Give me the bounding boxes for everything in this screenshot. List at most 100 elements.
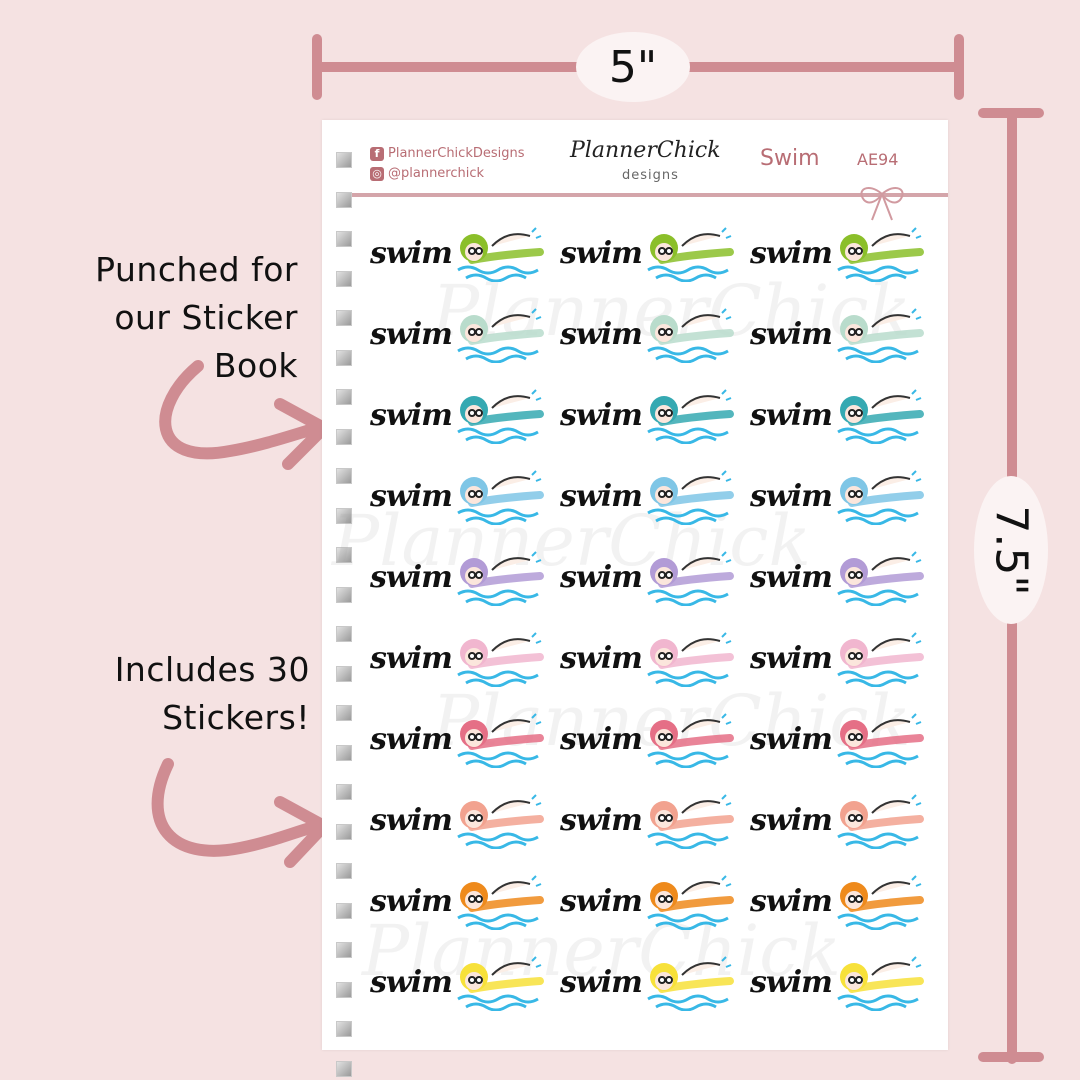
swimmer-icon: [457, 470, 544, 525]
swim-sticker: swim: [362, 947, 546, 1013]
swimmer-icon: [837, 794, 924, 849]
swim-sticker: swim: [362, 785, 546, 851]
bow-icon: [860, 186, 904, 221]
swimmer-icon: [457, 956, 544, 1011]
swimmer-icon: [837, 713, 924, 768]
sticker-word: swim: [750, 560, 833, 595]
instagram-icon: ◎: [370, 166, 384, 181]
swim-sticker: swim: [362, 623, 546, 689]
brand-logo: PlannerChick: [570, 138, 721, 163]
punch-hole: [336, 705, 352, 721]
sheet-title: Swim: [760, 146, 820, 171]
sheet-header: f PlannerChickDesigns ◎ @plannerchick Pl…: [322, 120, 948, 221]
swim-sticker: swim: [742, 461, 926, 527]
swim-sticker: swim: [362, 704, 546, 770]
swimmer-icon: [837, 470, 924, 525]
sticker-sheet: f PlannerChickDesigns ◎ @plannerchick Pl…: [322, 120, 948, 1077]
swim-sticker: swim: [552, 218, 736, 284]
sticker-word: swim: [560, 641, 643, 676]
swimmer-icon: [837, 632, 924, 687]
swimmer-icon: [457, 794, 544, 849]
includes-callout: Includes 30 Stickers!: [114, 650, 310, 737]
punch-hole: [336, 981, 352, 998]
swimmer-icon: [837, 308, 924, 363]
swim-sticker: swim: [552, 623, 736, 689]
swimmer-icon: [647, 956, 734, 1011]
sticker-word: swim: [370, 641, 453, 676]
swim-sticker: swim: [362, 542, 546, 608]
sticker-word: swim: [750, 641, 833, 676]
swim-sticker: swim: [362, 218, 546, 284]
product-code: AE94: [857, 150, 899, 169]
sticker-word: swim: [750, 803, 833, 838]
swimmer-icon: [647, 308, 734, 363]
punch-hole: [336, 468, 352, 484]
sticker-word: swim: [560, 965, 643, 1000]
swim-sticker: swim: [552, 461, 736, 527]
punched-callout: Punched for our Sticker Book: [95, 250, 298, 385]
sticker-word: swim: [370, 560, 453, 595]
sticker-word: swim: [370, 317, 453, 352]
punch-hole: [336, 744, 352, 761]
swim-sticker: swim: [742, 218, 926, 284]
swimmer-icon: [647, 713, 734, 768]
sticker-word: swim: [560, 560, 643, 595]
punch-hole: [336, 1021, 352, 1037]
width-label: 5": [576, 32, 690, 102]
facebook-icon: f: [370, 146, 384, 161]
sticker-word: swim: [750, 398, 833, 433]
swim-sticker: swim: [362, 380, 546, 446]
punch-hole: [336, 784, 352, 800]
sticker-word: swim: [370, 479, 453, 514]
instagram-handle: ◎ @plannerchick: [370, 166, 484, 181]
punch-hole: [336, 507, 352, 524]
arrow-icon: [159, 360, 330, 470]
swimmer-icon: [647, 794, 734, 849]
swimmer-icon: [457, 551, 544, 606]
swim-sticker: swim: [742, 542, 926, 608]
sticker-word: swim: [750, 479, 833, 514]
width-dimension: 5": [312, 32, 964, 104]
punch-hole: [336, 665, 352, 682]
punch-hole: [336, 942, 352, 958]
sticker-word: swim: [560, 479, 643, 514]
sticker-word: swim: [370, 965, 453, 1000]
swimmer-icon: [457, 389, 544, 444]
punch-hole: [336, 191, 352, 208]
sticker-word: swim: [750, 965, 833, 1000]
swimmer-icon: [457, 713, 544, 768]
swim-sticker: swim: [552, 704, 736, 770]
sticker-word: swim: [560, 722, 643, 757]
sticker-word: swim: [560, 803, 643, 838]
sticker-word: swim: [560, 317, 643, 352]
swimmer-icon: [647, 470, 734, 525]
punch-hole: [336, 823, 352, 840]
sticker-word: swim: [370, 884, 453, 919]
swim-sticker: swim: [552, 299, 736, 365]
punch-hole: [336, 863, 352, 879]
punch-hole: [336, 152, 352, 168]
swimmer-icon: [457, 875, 544, 930]
punch-hole: [336, 586, 352, 603]
punch-hole: [336, 428, 352, 445]
sticker-word: swim: [560, 884, 643, 919]
swimmer-icon: [647, 632, 734, 687]
swim-sticker: swim: [362, 866, 546, 932]
swim-sticker: swim: [552, 866, 736, 932]
sticker-word: swim: [750, 884, 833, 919]
swimmer-icon: [647, 875, 734, 930]
swimmer-icon: [837, 389, 924, 444]
punch-hole: [336, 231, 352, 247]
swimmer-icon: [457, 308, 544, 363]
sticker-word: swim: [750, 317, 833, 352]
swim-sticker: swim: [742, 380, 926, 446]
swim-sticker: swim: [742, 866, 926, 932]
height-label: 7.5": [985, 504, 1037, 596]
punch-hole: [336, 1060, 352, 1077]
swim-sticker: swim: [742, 947, 926, 1013]
swimmer-icon: [647, 551, 734, 606]
punch-hole: [336, 310, 352, 326]
swim-sticker: swim: [742, 704, 926, 770]
sticker-word: swim: [560, 398, 643, 433]
swimmer-icon: [457, 632, 544, 687]
